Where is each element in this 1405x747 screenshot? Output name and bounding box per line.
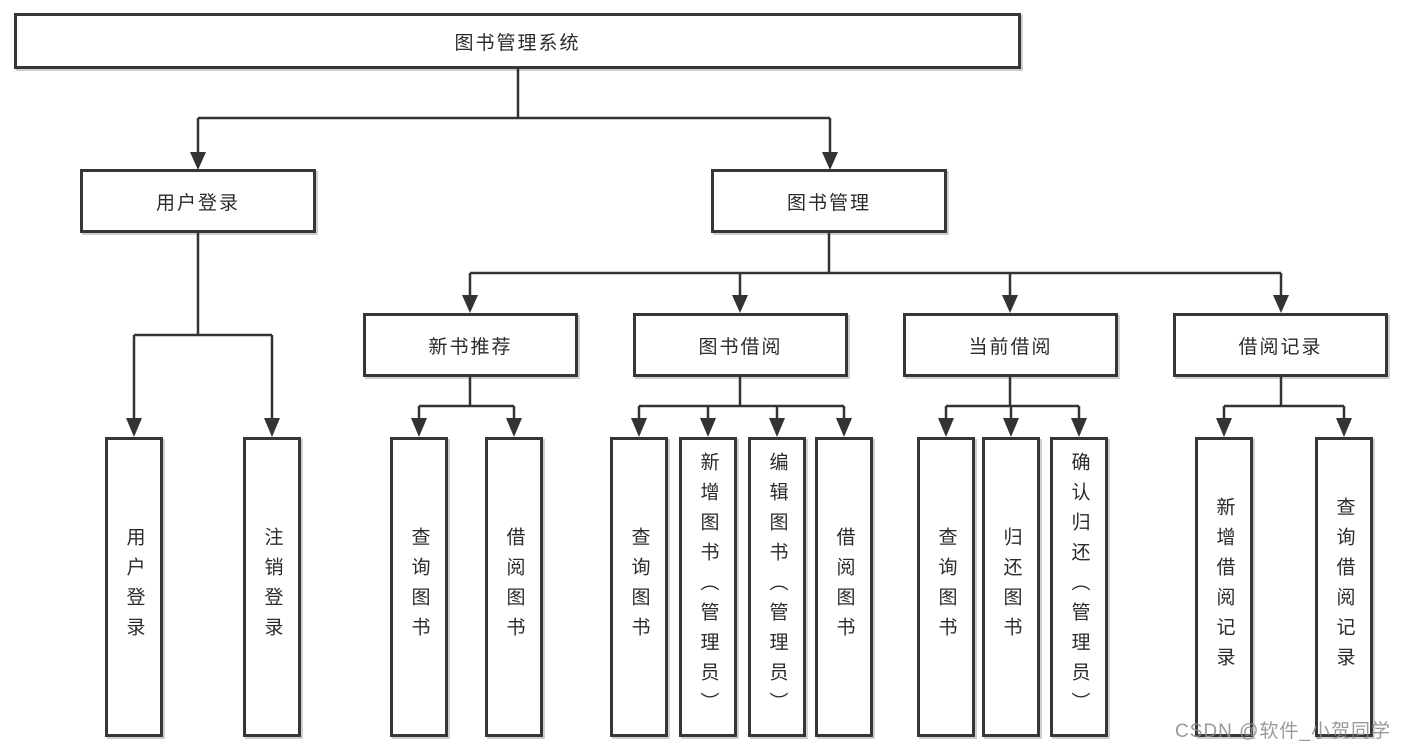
leaf-confirm-return-admin: 确认归还（管理员） [1050,437,1108,737]
node-label: 注销登录 [261,527,283,647]
node-label: 图书借阅 [698,336,783,358]
leaf-query-books-recommend: 查询图书 [390,437,448,737]
node-label: 借阅图书 [833,527,855,647]
node-book-borrowing: 图书借阅 [633,313,848,377]
node-label: 归还图书 [1000,527,1022,647]
node-label: 查询图书 [628,527,650,647]
leaf-borrow-books-recommend: 借阅图书 [485,437,543,737]
node-label: 确认归还（管理员） [1068,452,1090,722]
node-label: 图书管理 [786,192,871,214]
leaf-edit-book-admin: 编辑图书（管理员） [748,437,806,737]
leaf-logout: 注销登录 [243,437,301,737]
node-label: 借阅记录 [1238,336,1323,358]
node-label: 查询图书 [935,527,957,647]
csdn-watermark: CSDN @软件_小贺同学 [1175,721,1391,742]
node-root: 图书管理系统 [14,13,1021,69]
node-label: 新增借阅记录 [1213,497,1235,677]
node-current-borrowing: 当前借阅 [903,313,1118,377]
leaf-borrow-books: 借阅图书 [815,437,873,737]
node-label: 借阅图书 [503,527,525,647]
leaf-user-login: 用户登录 [105,437,163,737]
node-book-management: 图书管理 [711,169,947,233]
node-label: 图书管理系统 [454,32,581,54]
node-label: 当前借阅 [968,336,1053,358]
node-label: 查询图书 [408,527,430,647]
leaf-query-books-borrowing: 查询图书 [610,437,668,737]
node-label: 用户登录 [123,527,145,647]
node-label: 编辑图书（管理员） [766,452,788,722]
leaf-query-books-current: 查询图书 [917,437,975,737]
node-label: 新增图书（管理员） [697,452,719,722]
node-new-book-recommend: 新书推荐 [363,313,578,377]
node-label: 用户登录 [155,192,240,214]
leaf-return-books: 归还图书 [982,437,1040,737]
leaf-add-borrow-record: 新增借阅记录 [1195,437,1253,737]
leaf-query-borrow-record: 查询借阅记录 [1315,437,1373,737]
node-user-login: 用户登录 [80,169,316,233]
node-label: 新书推荐 [428,336,513,358]
node-borrowing-records: 借阅记录 [1173,313,1388,377]
leaf-add-book-admin: 新增图书（管理员） [679,437,737,737]
node-label: 查询借阅记录 [1333,497,1355,677]
